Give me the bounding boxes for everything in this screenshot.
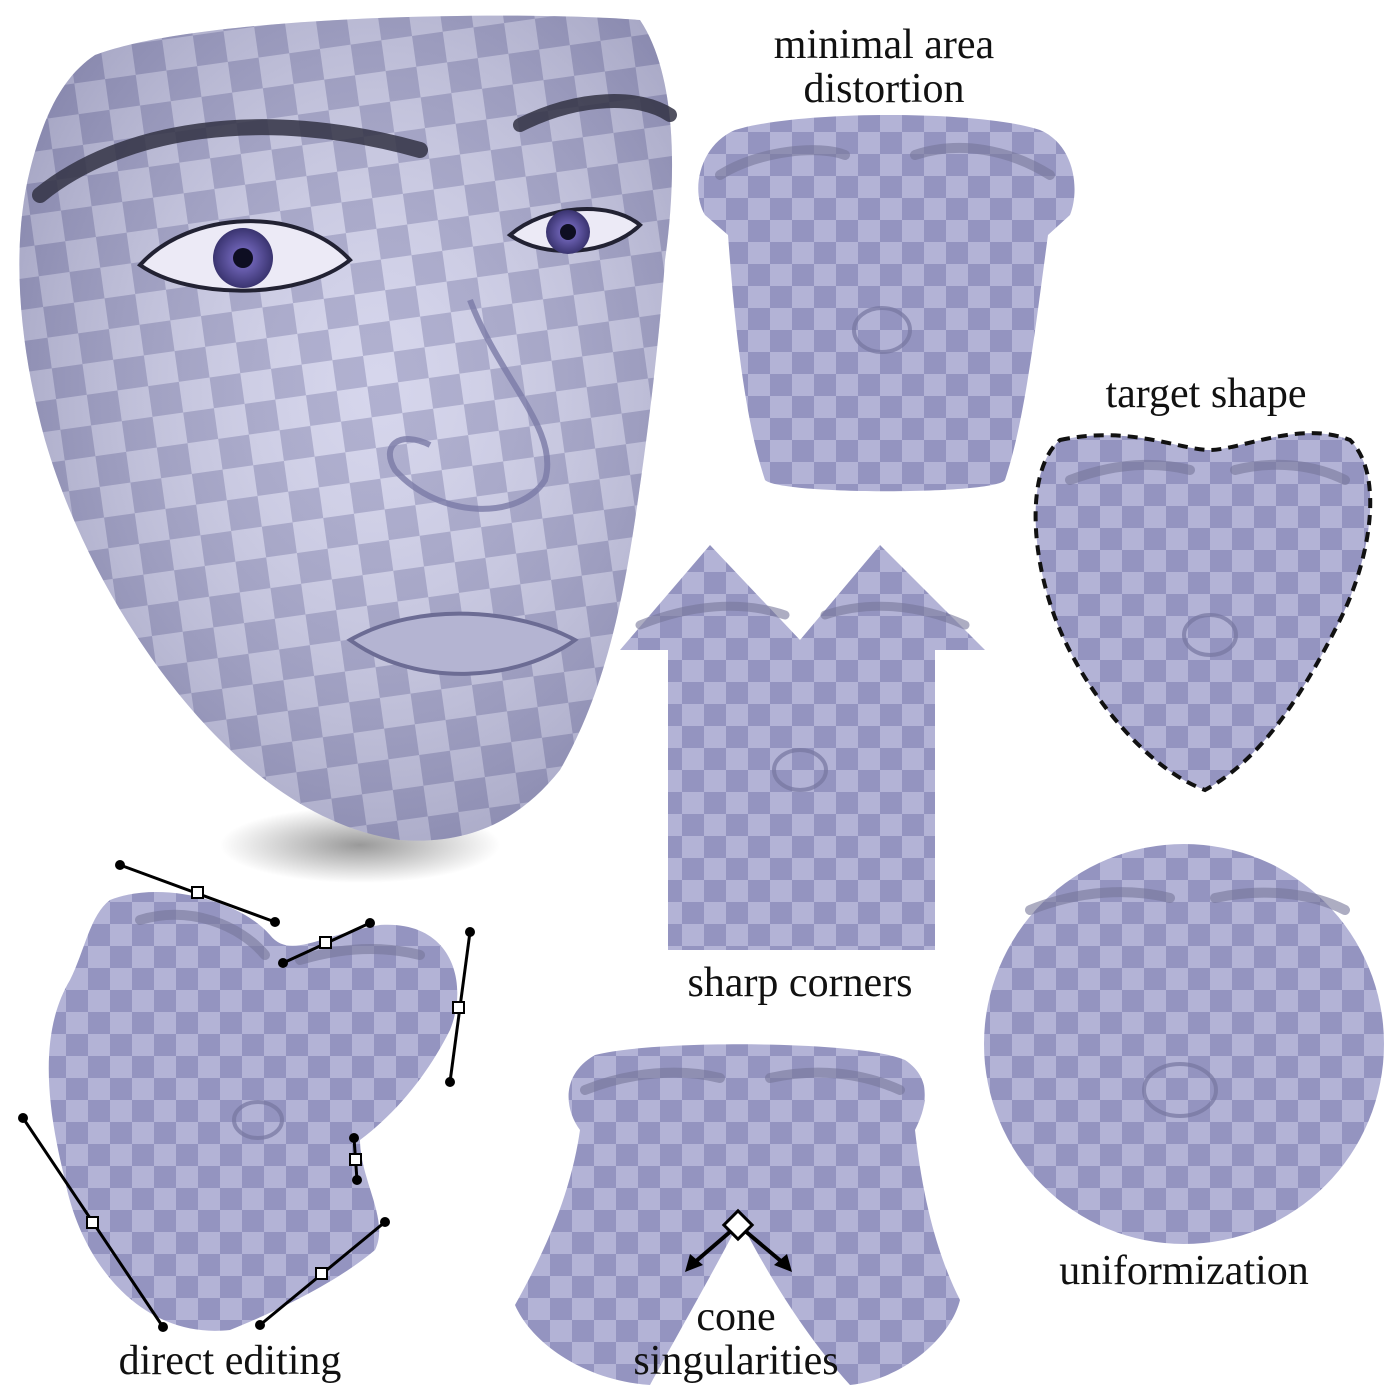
panel-direct-editing: direct editing [18,860,475,1384]
panel-sharp-corners: sharp corners [620,545,985,1006]
cone-label-line1: cone [696,1294,775,1340]
panel-target-shape: target shape [1036,371,1371,790]
target-shape-flattening [1036,433,1371,790]
uniformization-label: uniformization [1059,1248,1309,1294]
direct-editing-label: direct editing [119,1338,342,1384]
panel-uniformization: uniformization [984,844,1384,1294]
target-shape-label: target shape [1106,371,1307,417]
face-3d-render [19,16,672,883]
panel-cone-singularities: cone singularities [515,1044,960,1385]
cone-label-line2: singularities [633,1338,838,1384]
minimal-area-flattening [698,115,1074,491]
sharp-corners-flattening [620,545,985,950]
panel-minimal-area-distortion: minimal area distortion [698,22,1074,491]
direct-editing-flattening [49,892,458,1331]
sharp-corners-label: sharp corners [687,960,912,1006]
minimal-area-label-line2: distortion [803,66,964,112]
minimal-area-label-line1: minimal area [774,22,995,68]
